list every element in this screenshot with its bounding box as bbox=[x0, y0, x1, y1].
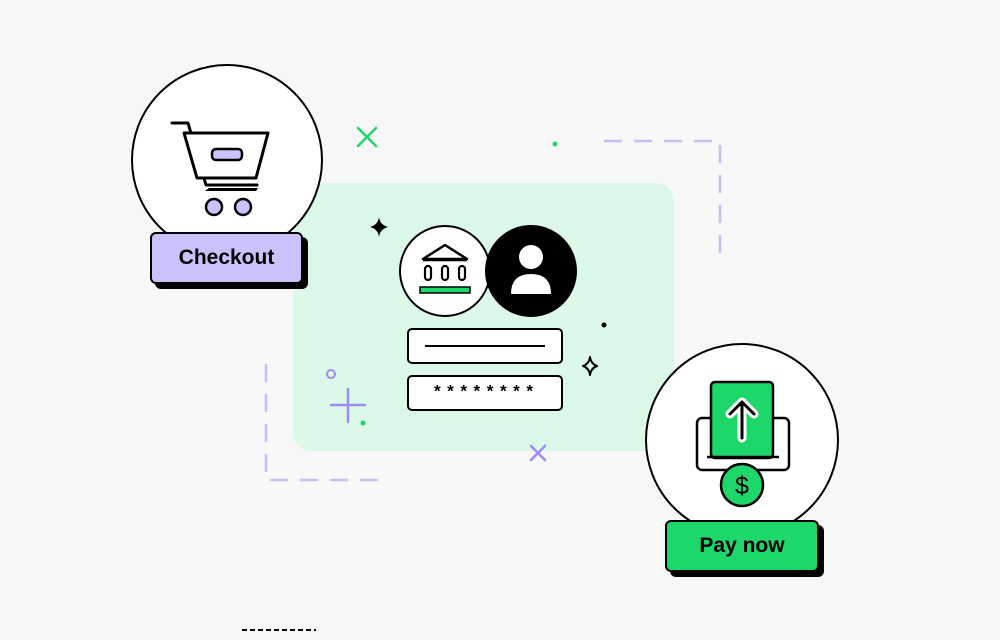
user-avatar bbox=[485, 225, 577, 317]
plus-icon bbox=[329, 387, 367, 424]
dashed-bracket-top-right bbox=[604, 139, 722, 258]
user-icon bbox=[511, 245, 551, 294]
green-dot bbox=[360, 420, 366, 426]
black-dot bbox=[601, 322, 607, 328]
ring-dot bbox=[326, 369, 336, 379]
mint-panel bbox=[293, 183, 674, 451]
x-mark-icon bbox=[529, 444, 547, 462]
bank-icon bbox=[419, 243, 471, 294]
dollar-coin-icon: $ bbox=[719, 462, 765, 508]
sparkle-icon bbox=[582, 356, 598, 376]
x-mark-icon bbox=[356, 126, 378, 148]
sparkle-icon bbox=[370, 217, 388, 237]
green-dot bbox=[552, 141, 558, 147]
password-field[interactable]: ******** bbox=[407, 375, 563, 411]
dashed-bracket-bottom-left bbox=[264, 364, 384, 482]
username-placeholder-line bbox=[425, 345, 545, 347]
username-field[interactable] bbox=[407, 328, 563, 364]
svg-text:$: $ bbox=[735, 472, 749, 500]
bank-avatar bbox=[399, 225, 491, 317]
checkout-button[interactable]: Checkout bbox=[150, 232, 303, 284]
pay-now-button[interactable]: Pay now bbox=[665, 520, 819, 572]
shopping-cart-icon bbox=[170, 121, 270, 217]
